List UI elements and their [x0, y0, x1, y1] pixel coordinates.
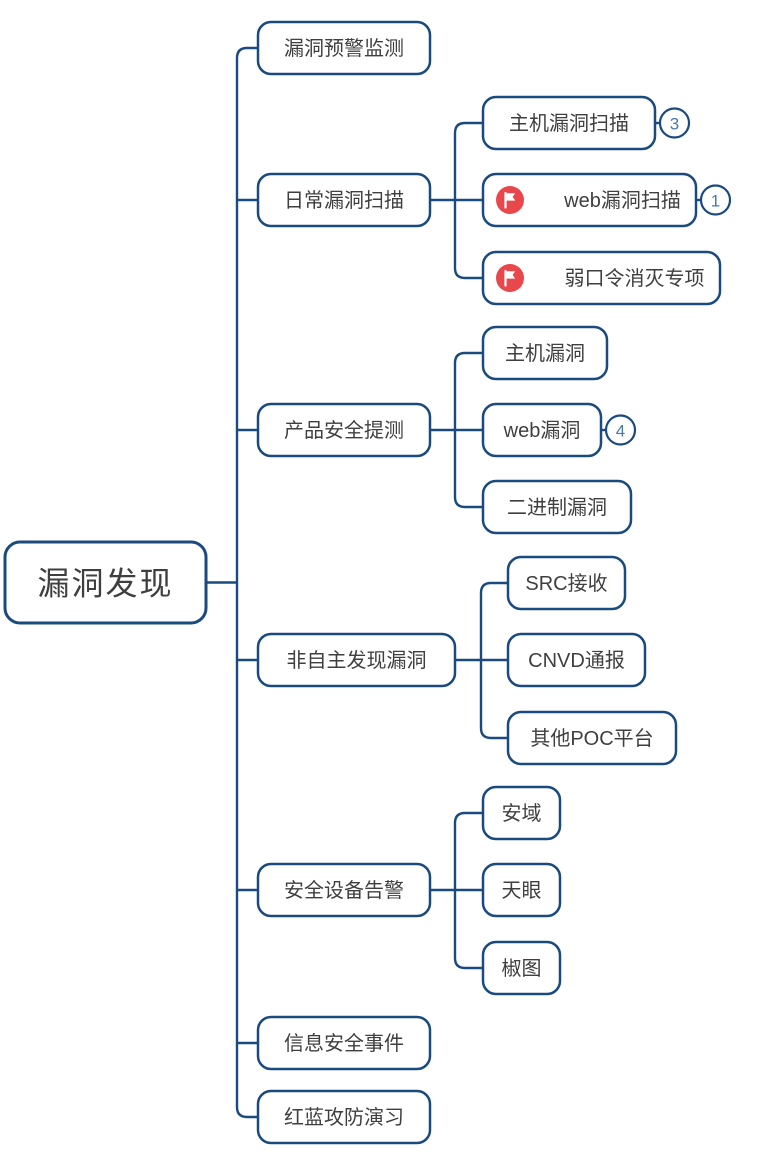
node-other-poc-platform[interactable]: 其他POC平台	[506, 710, 678, 766]
node-box[interactable]	[256, 20, 432, 76]
badge-number: 3	[670, 115, 679, 134]
node-label: web漏洞扫描	[563, 189, 681, 212]
flag-icon	[496, 264, 524, 292]
node-label: 主机漏洞扫描	[509, 112, 629, 135]
connector	[430, 811, 483, 970]
badge-web-vuln-scan[interactable]: 1	[696, 184, 732, 216]
node-product-security-testing[interactable]: 产品安全提测	[256, 402, 432, 458]
node-label: CNVD通报	[528, 649, 625, 672]
node-weak-password-elimination[interactable]: 弱口令消灭专项	[481, 250, 722, 306]
node-box[interactable]	[256, 632, 457, 688]
node-box[interactable]	[481, 862, 562, 918]
node-label: 红蓝攻防演习	[284, 1106, 404, 1129]
node-box[interactable]	[481, 479, 633, 535]
node-box[interactable]	[481, 785, 562, 841]
node-box[interactable]	[256, 402, 432, 458]
node-box[interactable]	[256, 1089, 432, 1145]
node-label: web漏洞	[503, 419, 581, 442]
node-jiaotu[interactable]: 椒图	[481, 940, 562, 996]
node-box[interactable]	[481, 325, 609, 381]
node-label: 天眼	[502, 880, 542, 902]
connector	[430, 351, 483, 509]
node-label: SRC接收	[525, 572, 607, 595]
connector	[206, 46, 258, 1119]
node-anyu[interactable]: 安域	[481, 785, 562, 841]
badge-circle[interactable]	[604, 414, 637, 446]
node-root[interactable]: 漏洞发现	[3, 540, 208, 625]
node-box[interactable]	[256, 1015, 432, 1071]
node-red-blue-exercise[interactable]: 红蓝攻防演习	[256, 1089, 432, 1145]
node-host-vuln-scan[interactable]: 主机漏洞扫描	[481, 95, 657, 151]
node-label: 其他POC平台	[530, 727, 653, 750]
node-host-vuln[interactable]: 主机漏洞	[481, 325, 609, 381]
node-binary-vuln[interactable]: 二进制漏洞	[481, 479, 633, 535]
node-label: 安域	[502, 802, 542, 825]
connector	[455, 581, 508, 740]
connector	[430, 121, 483, 280]
badge-circle[interactable]	[699, 184, 732, 216]
node-security-device-alerts[interactable]: 安全设备告警	[256, 862, 432, 918]
badge-host-vuln-scan[interactable]: 3	[655, 107, 691, 139]
node-box[interactable]	[506, 632, 647, 688]
node-label: 非自主发现漏洞	[287, 649, 427, 672]
node-web-vuln[interactable]: web漏洞	[481, 402, 603, 458]
node-box[interactable]	[481, 940, 562, 996]
connectors-layer	[206, 46, 508, 1119]
node-non-self-discovered-vuln[interactable]: 非自主发现漏洞	[256, 632, 457, 688]
node-box[interactable]	[256, 862, 432, 918]
badge-circle[interactable]	[658, 107, 691, 139]
node-src-receive[interactable]: SRC接收	[506, 555, 627, 611]
node-label: 椒图	[502, 957, 542, 980]
badge-number: 4	[616, 422, 625, 441]
node-label: 信息安全事件	[284, 1032, 404, 1055]
badge-number: 1	[711, 192, 720, 211]
node-label: 主机漏洞	[505, 342, 585, 365]
node-label: 日常漏洞扫描	[284, 189, 404, 212]
node-box[interactable]	[256, 172, 432, 228]
node-label: 漏洞发现	[37, 566, 173, 602]
node-web-vuln-scan[interactable]: web漏洞扫描	[481, 172, 698, 228]
node-box[interactable]	[3, 540, 208, 625]
node-label: 弱口令消灭专项	[565, 267, 705, 290]
flag-icon	[496, 186, 524, 214]
node-box[interactable]	[506, 710, 678, 766]
node-box[interactable]	[481, 250, 722, 306]
badge-web-vuln[interactable]: 4	[601, 414, 637, 446]
node-label: 漏洞预警监测	[284, 37, 404, 60]
node-vuln-warning-monitoring[interactable]: 漏洞预警监测	[256, 20, 432, 76]
node-label: 产品安全提测	[284, 419, 404, 442]
node-cnvd-report[interactable]: CNVD通报	[506, 632, 647, 688]
node-tianyan[interactable]: 天眼	[481, 862, 562, 918]
node-box[interactable]	[506, 555, 627, 611]
node-label: 安全设备告警	[284, 879, 404, 902]
node-daily-vuln-scan[interactable]: 日常漏洞扫描	[256, 172, 432, 228]
node-infosec-incident[interactable]: 信息安全事件	[256, 1015, 432, 1071]
node-label: 二进制漏洞	[507, 496, 607, 519]
